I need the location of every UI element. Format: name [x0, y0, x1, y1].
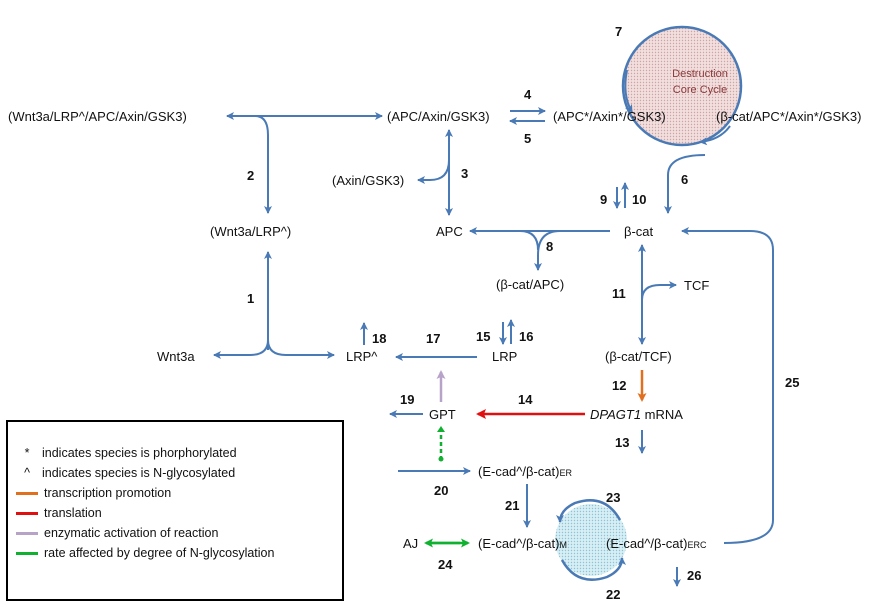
reaction-label-16: 16	[519, 329, 533, 344]
reaction-label-19: 19	[400, 392, 414, 407]
legend-text: rate affected by degree of N-glycosylati…	[44, 546, 275, 560]
legend-item-transcription: transcription promotion	[16, 484, 171, 502]
species-bcat-tcf: (β-cat/TCF)	[605, 349, 672, 364]
species-wnt3a: Wnt3a	[157, 349, 195, 364]
reaction-label-24: 24	[438, 557, 453, 572]
legend-text: transcription promotion	[44, 486, 172, 500]
species-wnt3a-lrp-apc-axin-gsk3: (Wnt3a/LRP^/APC/Axin/GSK3)	[8, 109, 187, 124]
reaction-label-1: 1	[247, 291, 254, 306]
recycling-cycle	[555, 499, 627, 581]
reaction-label-10: 10	[632, 192, 646, 207]
reaction-label-2: 2	[247, 168, 254, 183]
legend-text: translation	[44, 506, 102, 520]
glycosylation-arrowhead-up	[437, 426, 445, 432]
species-gpt: GPT	[429, 407, 456, 422]
species-ecad-bcat-er: (E-cad^/β-cat)ER	[478, 464, 572, 479]
reaction-label-13: 13	[615, 435, 629, 450]
legend-item-glycosylation-rate: rate affected by degree of N-glycosylati…	[16, 544, 274, 562]
reaction-label-25: 25	[785, 375, 799, 390]
cycle-arrow-out	[699, 125, 731, 146]
species-apc: APC	[436, 224, 463, 239]
species-apc-axin-gsk3: (APC/Axin/GSK3)	[387, 109, 490, 124]
reaction-label-7: 7	[615, 24, 622, 39]
species-bcat: β-cat	[624, 224, 654, 239]
cycle-arrow-in	[624, 69, 633, 113]
legend-item-phosphorylated: * indicates species is phorphorylated	[16, 444, 237, 462]
species-bcat-apc-axin-gsk3-phosph: (β-cat/APC*/Axin*/GSK3)	[716, 109, 861, 124]
reaction-label-26: 26	[687, 568, 701, 583]
species-apc-axin-gsk3-phosph: (APC*/Axin*/GSK3)	[553, 109, 666, 124]
legend-item-glycosylated: ^ indicates species is N-glycosylated	[16, 464, 235, 482]
reaction-label-5: 5	[524, 131, 531, 146]
legend-swatch-orange	[16, 491, 38, 495]
cycle-label-1: Destruction	[672, 68, 728, 80]
species-wnt3a-lrp: (Wnt3a/LRP^)	[210, 224, 291, 239]
reaction-label-9: 9	[600, 192, 607, 207]
reaction-11-arrows	[638, 244, 677, 345]
reaction-label-22: 22	[606, 587, 620, 602]
destruction-core-cycle: Destruction Core Cycle	[621, 25, 743, 147]
species-ecad-bcat-m: (E-cad^/β-cat)M	[478, 536, 567, 551]
reaction-2-arrows	[226, 112, 383, 214]
cycle-label-2: Core Cycle	[673, 84, 727, 96]
species-ecad-bcat-erc: (E-cad^/β-cat)ERC	[606, 536, 707, 551]
glycosylation-dot	[438, 456, 444, 462]
reaction-6-arrow	[664, 154, 706, 214]
legend-swatch-green	[16, 551, 38, 555]
reaction-label-20: 20	[434, 483, 448, 498]
legend-swatch-purple	[16, 531, 38, 535]
reaction-label-4: 4	[524, 87, 532, 102]
reaction-label-21: 21	[505, 498, 519, 513]
reaction-label-15: 15	[476, 329, 490, 344]
reaction-3-arrows	[417, 129, 453, 216]
legend-text: indicates species is N-glycosylated	[42, 466, 236, 480]
reaction-label-12: 12	[612, 378, 626, 393]
legend-box: * indicates species is phorphorylated ^ …	[6, 420, 344, 601]
reaction-label-3: 3	[461, 166, 468, 181]
legend-symbol: ^	[24, 466, 30, 480]
legend-text: indicates species is phorphorylated	[42, 446, 237, 460]
species-lrp-glycosylated: LRP^	[346, 349, 378, 364]
reaction-label-8: 8	[546, 239, 553, 254]
legend-symbol: *	[24, 446, 30, 460]
reaction-label-18: 18	[372, 331, 386, 346]
legend-item-translation: translation	[16, 504, 102, 522]
species-aj: AJ	[403, 536, 418, 551]
reaction-label-6: 6	[681, 172, 688, 187]
species-bcat-apc: (β-cat/APC)	[496, 277, 564, 292]
species-lrp: LRP	[492, 349, 517, 364]
reaction-label-11: 11	[612, 286, 626, 301]
legend-text: enzymatic activation of reaction	[44, 526, 219, 540]
reaction-label-23: 23	[606, 490, 620, 505]
legend-swatch-red	[16, 511, 38, 515]
species-axin-gsk3: (Axin/GSK3)	[332, 173, 404, 188]
species-tcf: TCF	[684, 278, 709, 293]
reaction-label-14: 14	[518, 392, 533, 407]
species-dpagt1-mrna: DPAGT1 mRNA	[590, 407, 683, 422]
legend-item-enzymatic: enzymatic activation of reaction	[16, 524, 218, 542]
reaction-label-17: 17	[426, 331, 440, 346]
reaction-25-arrow	[681, 227, 774, 544]
reaction-8-arrows	[469, 227, 610, 271]
reaction-1-arrows	[213, 251, 335, 359]
